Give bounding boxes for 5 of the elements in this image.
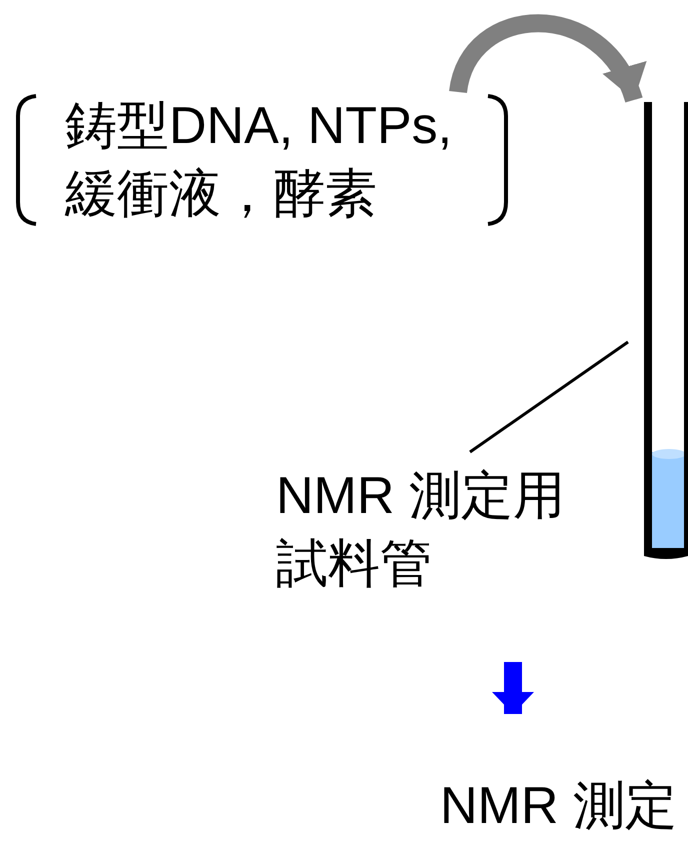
leader-line <box>469 340 629 454</box>
step-label: NMR 測定 <box>440 776 678 837</box>
arrow <box>492 662 534 714</box>
reagent-list: 鋳型DNA, NTPs,緩衝液，酵素 <box>65 92 477 228</box>
tube-label: NMR 測定用試料管 <box>276 466 566 595</box>
